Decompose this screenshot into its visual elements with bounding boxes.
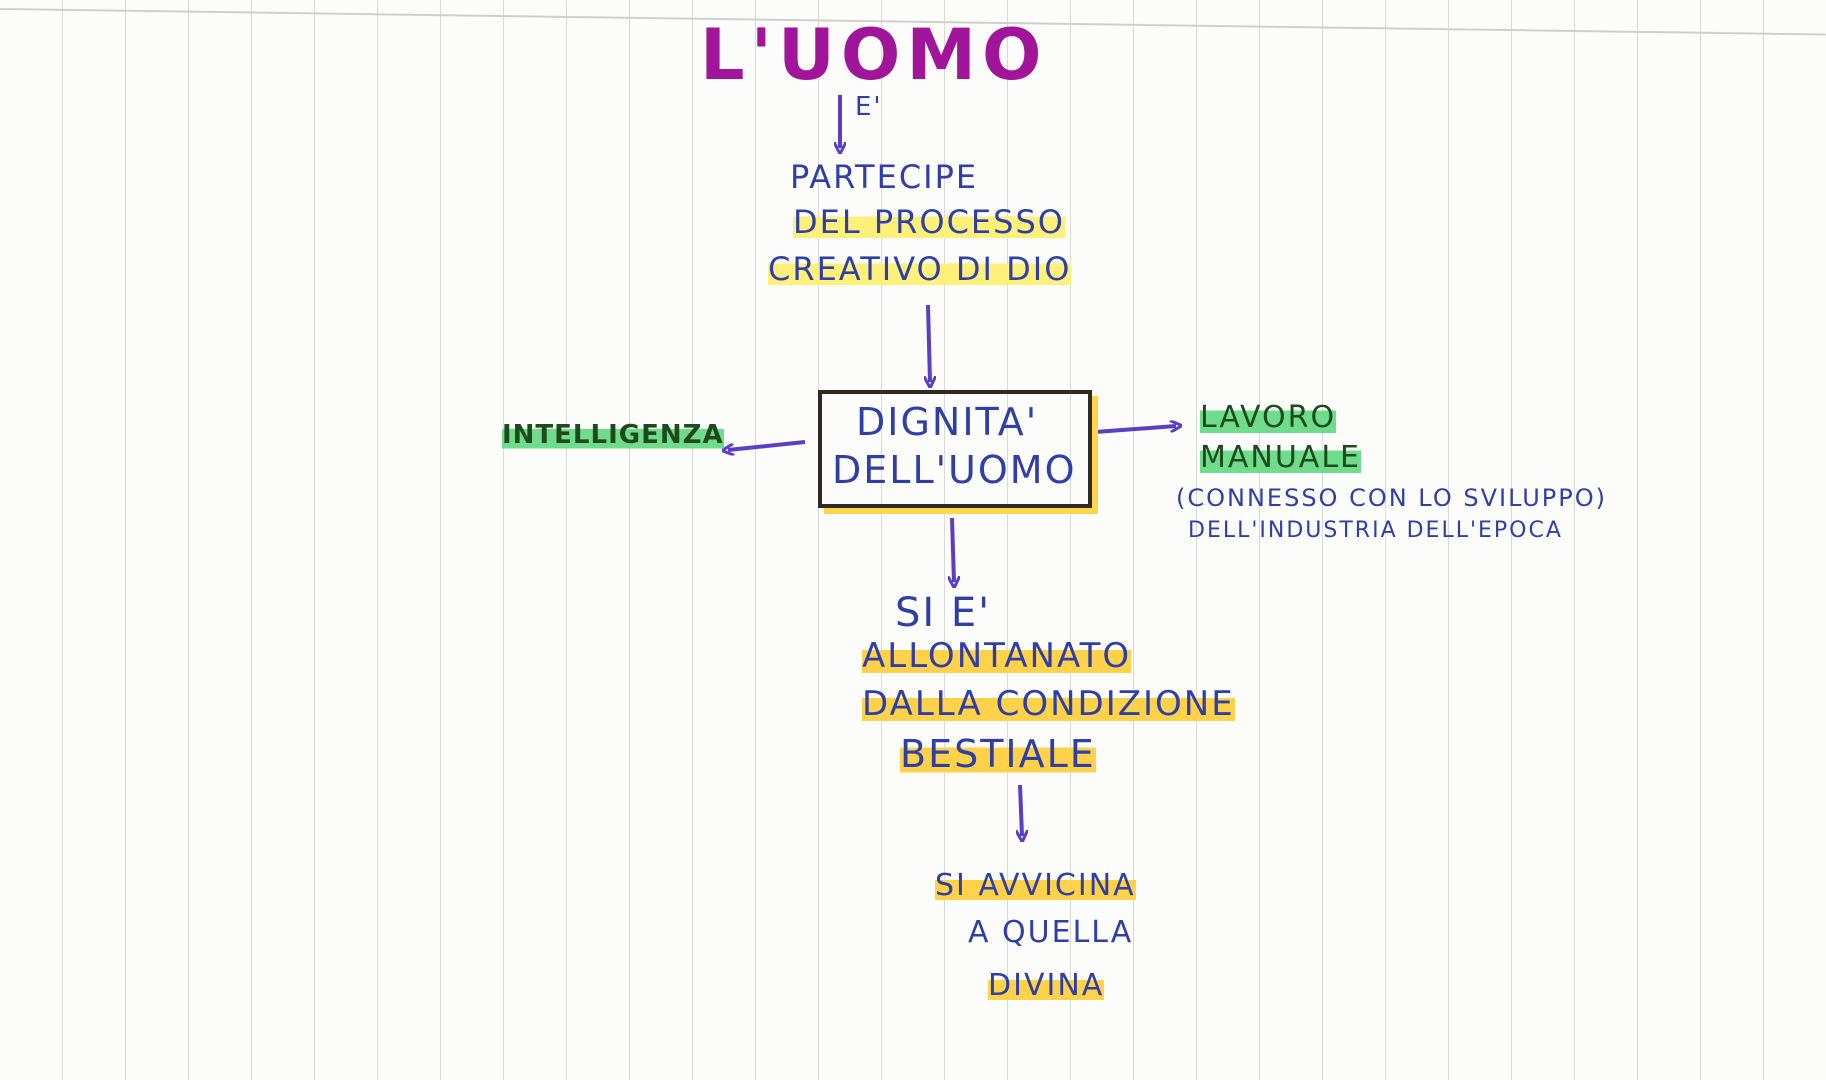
arrow-dignita-to-lavoro bbox=[1094, 426, 1176, 434]
dignita-box bbox=[818, 390, 1092, 508]
allontanato-line-1: SI E' bbox=[895, 590, 992, 636]
page-title: L'UOMO bbox=[700, 14, 1048, 96]
node-intelligenza: INTELLIGENZA bbox=[502, 420, 724, 450]
allontanato-line-4: BESTIALE bbox=[900, 732, 1096, 776]
allontanato-line-2: ALLONTANATO bbox=[862, 636, 1132, 676]
partecipe-line-2: DEL PROCESSO bbox=[793, 203, 1065, 241]
node-lavoro-line-2: MANUALE bbox=[1200, 440, 1361, 475]
arrow-bestiale-to-avvicina bbox=[1020, 784, 1022, 836]
avvicina-line-3: DIVINA bbox=[988, 968, 1105, 1003]
arrow-dignita-to-intelligenza bbox=[728, 440, 806, 450]
dignita-box-line-1: DIGNITA' bbox=[856, 400, 1039, 444]
edge-label-e: E' bbox=[855, 92, 883, 122]
arrow-partecipe-to-dignita bbox=[928, 304, 930, 382]
node-lavoro-line-1: LAVORO bbox=[1200, 400, 1337, 435]
avvicina-line-2: A QUELLA bbox=[968, 915, 1134, 950]
partecipe-line-1: PARTECIPE bbox=[790, 158, 979, 196]
allontanato-line-3: DALLA CONDIZIONE bbox=[862, 684, 1235, 724]
arrow-dignita-to-allontanato bbox=[952, 517, 954, 582]
partecipe-line-3: CREATIVO DI DIO bbox=[768, 250, 1072, 288]
lavoro-note-line-2: DELL'INDUSTRIA DELL'EPOCA bbox=[1188, 518, 1563, 543]
dignita-box-line-2: DELL'UOMO bbox=[832, 448, 1077, 492]
avvicina-line-1: SI AVVICINA bbox=[935, 868, 1136, 903]
lavoro-note-line-1: (CONNESSO CON LO SVILUPPO) bbox=[1176, 484, 1608, 512]
